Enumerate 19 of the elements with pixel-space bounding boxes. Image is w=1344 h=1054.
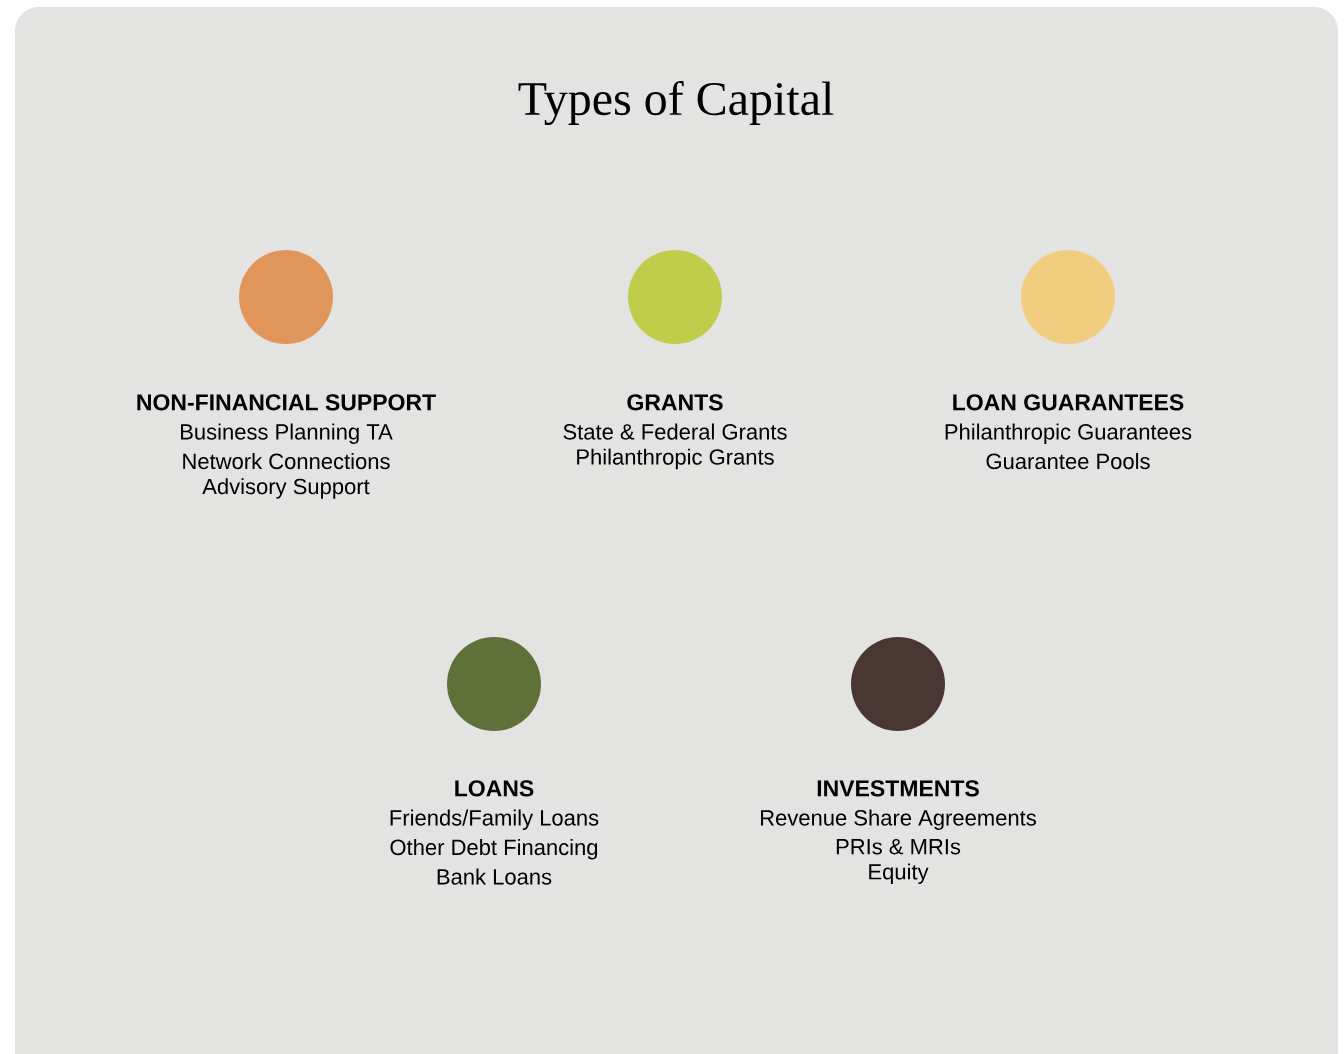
list-item: Friends/Family Loans <box>390 809 599 830</box>
title: Types of Capital <box>518 80 834 126</box>
list-item: Network Connections <box>183 453 390 470</box>
category-heading: GRANTS <box>627 394 723 411</box>
list-item: Philanthropic Grants <box>577 448 774 470</box>
list-item: State & Federal Grants <box>563 423 787 440</box>
list-item: Business Planning TA <box>181 423 393 444</box>
category-heading: NON-FINANCIAL SUPPORT <box>137 394 436 411</box>
list-item: Philanthropic Guarantees <box>945 423 1192 444</box>
list-item: Other Debt Financing <box>390 839 598 860</box>
list-item: Advisory Support <box>202 478 370 499</box>
list-item: Revenue Share Agreements <box>761 809 1036 830</box>
category-heading: INVESTMENTS <box>817 780 979 797</box>
category-heading: LOANS <box>455 780 534 797</box>
list-item: PRIs & MRIs <box>836 839 961 855</box>
list-item: Equity <box>869 863 929 884</box>
list-item: Bank Loans <box>437 868 552 885</box>
category-heading: LOAN GUARANTEES <box>953 394 1184 411</box>
list-item: Guarantee Pools <box>986 453 1150 470</box>
